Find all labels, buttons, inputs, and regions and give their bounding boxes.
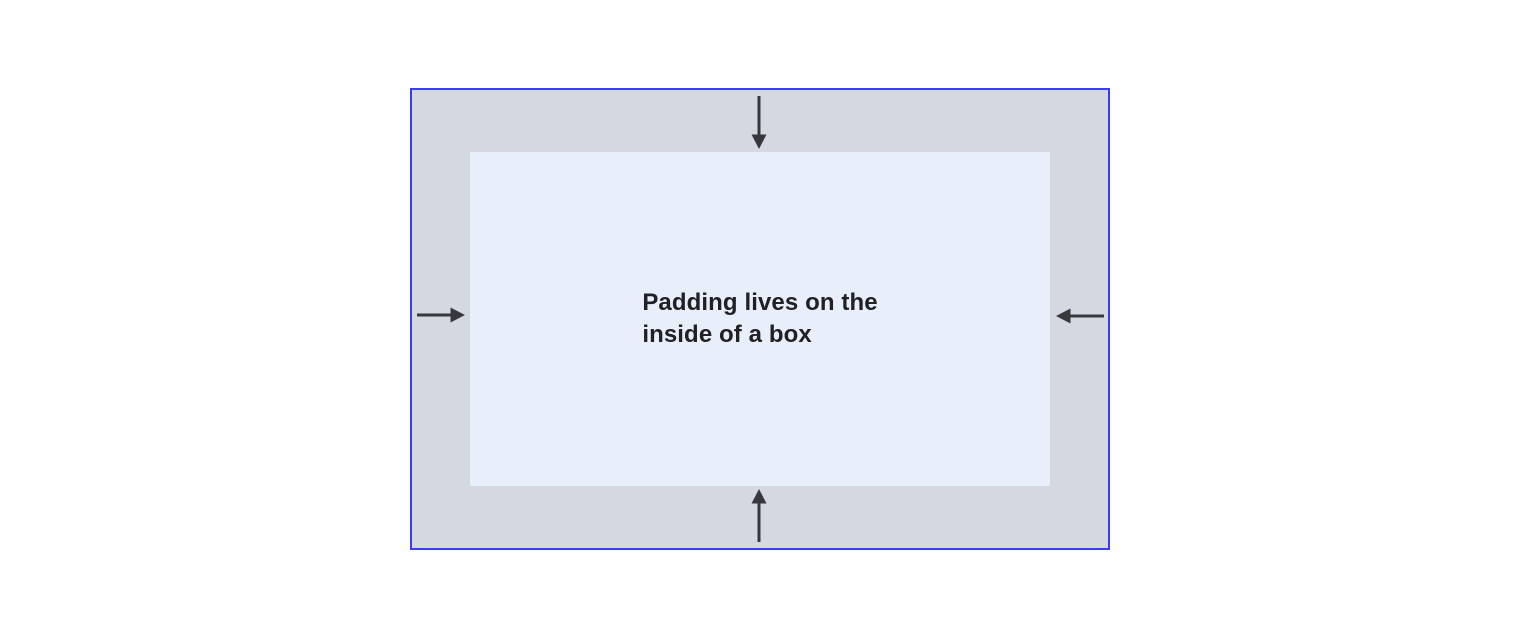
content-box: Padding lives on the inside of a box xyxy=(470,152,1050,486)
arrow-right-icon xyxy=(417,307,465,323)
arrow-down-icon xyxy=(751,96,767,149)
padding-label-line-2: inside of a box xyxy=(642,321,812,348)
padding-label: Padding lives on the inside of a box xyxy=(642,287,877,351)
arrow-up-icon xyxy=(751,489,767,542)
arrow-left-icon xyxy=(1056,308,1104,324)
padding-label-line-1: Padding lives on the xyxy=(642,289,878,316)
